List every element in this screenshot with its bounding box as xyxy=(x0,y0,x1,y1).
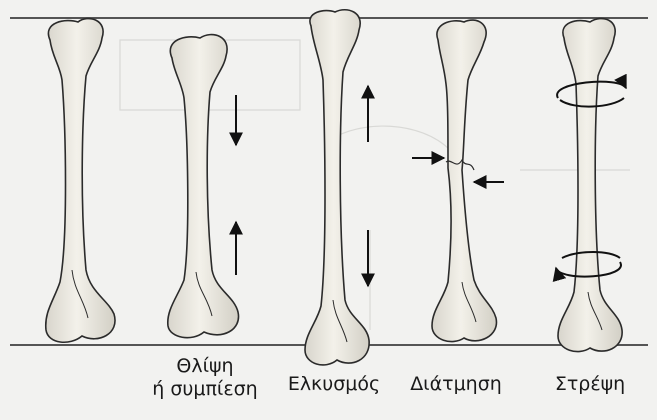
bone-shear xyxy=(432,20,496,342)
label-torsion: Στρέψη xyxy=(540,373,640,396)
bone-torsion xyxy=(558,19,622,352)
bone-compression xyxy=(168,35,239,338)
label-tension: Ελκυσμός xyxy=(284,373,384,396)
label-compression: Θλίψη ή συμπίεση xyxy=(150,355,260,401)
label-shear: Διάτμηση xyxy=(400,373,512,396)
label-compression-line1: Θλίψη xyxy=(150,355,260,378)
label-compression-line2: ή συμπίεση xyxy=(150,378,260,401)
bone-unloaded xyxy=(46,19,115,343)
bone-tension xyxy=(305,10,369,365)
